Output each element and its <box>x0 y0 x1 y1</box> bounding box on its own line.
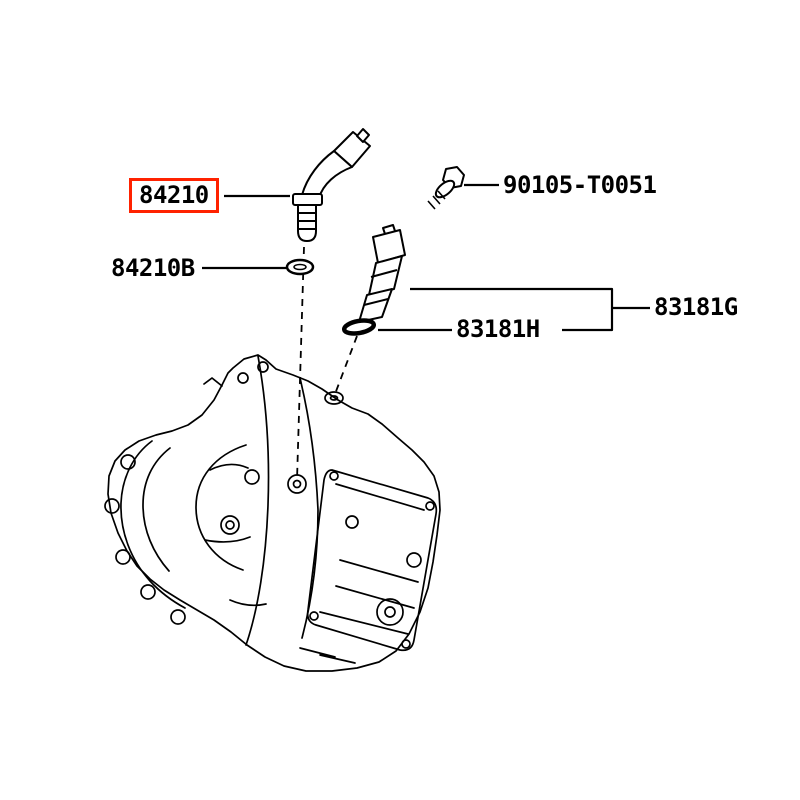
sensor2-body-line-1 <box>370 269 398 278</box>
sensor-83181h-drawing <box>341 224 406 336</box>
flange-bolt-5 <box>170 609 186 625</box>
dashed-line-sensor2 <box>334 335 358 395</box>
sensor-collar <box>292 193 323 206</box>
end-cover-plug-center <box>384 606 396 618</box>
end-cover <box>306 469 438 652</box>
case-boss-1 <box>220 515 240 535</box>
case-boss-2 <box>244 469 260 485</box>
cover-corner-bolt-1 <box>329 471 339 481</box>
case-boss-1-center <box>225 520 235 530</box>
sensor2-mount-boss-center <box>329 395 339 401</box>
sensor2-mount-boss <box>324 391 344 405</box>
cover-corner-bolt-2 <box>425 501 435 511</box>
case-detail-arcs <box>204 463 267 607</box>
sensor-tip <box>297 204 317 242</box>
cover-corner-bolt-3 <box>401 639 411 649</box>
dashed-line-speed-sensor <box>296 246 305 481</box>
flange-bolt-4 <box>140 584 156 600</box>
dashed-leader-lines <box>296 246 358 481</box>
sensor2-oring <box>341 318 377 336</box>
sensor2-body-lower <box>358 288 393 323</box>
sensor-connector-tab <box>356 128 370 143</box>
sensor-mount-boss-center <box>292 479 302 489</box>
oring-inner <box>293 263 307 271</box>
sensor2-body-upper <box>368 255 403 296</box>
flange-bolt-2 <box>104 498 120 514</box>
bell-housing-inner <box>142 447 171 572</box>
sensor2-body-line-2 <box>363 298 389 306</box>
sensor-mount-boss <box>287 474 307 494</box>
cover-corner-bolt-4 <box>309 611 319 621</box>
callout-lines <box>202 183 650 332</box>
end-cover-ribs <box>335 559 419 609</box>
bolt-drawing <box>427 166 465 210</box>
bracket-83181g <box>410 287 650 332</box>
sensor2-connector <box>372 229 406 264</box>
flange-bolt-3 <box>115 549 131 565</box>
part-label-84210b[interactable]: 84210B <box>111 254 195 282</box>
sensor-tip-ribs <box>298 212 316 230</box>
bell-face-arc <box>195 444 247 571</box>
oring-drawing <box>285 258 315 276</box>
part-label-90105-t0051[interactable]: 90105-T0051 <box>503 171 657 199</box>
end-cover-bolt-1 <box>345 515 359 529</box>
end-cover-bolt-2 <box>406 552 422 568</box>
end-cover-edges <box>319 483 425 635</box>
top-bolt-1 <box>237 372 249 384</box>
bolt-threads <box>427 190 446 210</box>
transmission-drawing <box>104 354 441 672</box>
case-divider-right <box>299 377 319 639</box>
part-label-83181g[interactable]: 83181G <box>654 293 738 321</box>
end-cover-plug <box>376 598 404 626</box>
speed-sensor-drawing <box>292 128 371 242</box>
top-lug <box>203 377 223 387</box>
part-label-84210[interactable]: 84210 <box>129 178 219 213</box>
top-bolt-2 <box>257 361 269 373</box>
flange-bolt-1 <box>120 454 136 470</box>
case-divider-left <box>245 355 270 646</box>
part-label-83181h[interactable]: 83181H <box>456 315 540 343</box>
bottom-ribs <box>299 647 356 664</box>
gearbox-outline <box>107 354 441 672</box>
